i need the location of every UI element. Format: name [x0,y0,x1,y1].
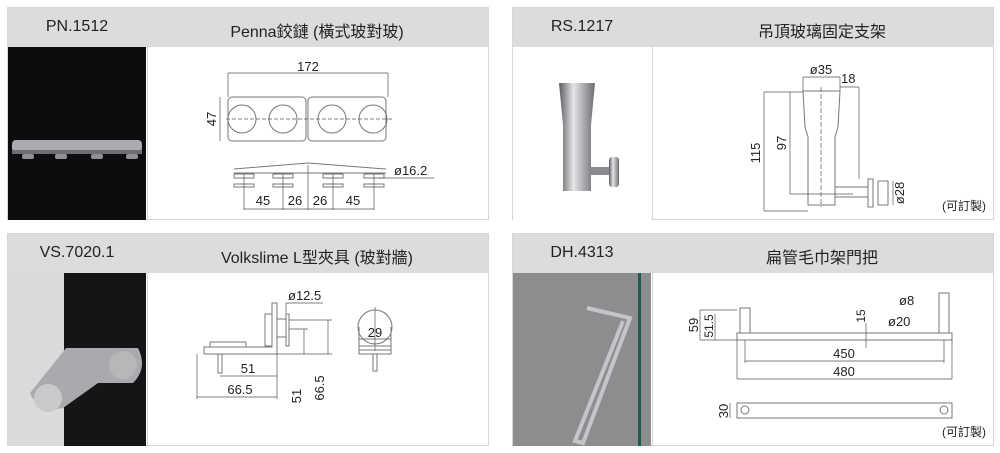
product-photo [8,273,146,446]
customizable-note: (可訂製) [942,199,986,213]
dim-top-diameter: ø35 [810,62,832,77]
dim-bar-width: 30 [716,404,731,418]
dim-disc-diameter: ø28 [892,182,907,204]
product-card-vs7020: VS.7020.1 Volkslime L型夾具 (玻對牆) ø12.5 51 … [7,233,489,446]
dim-offset: 18 [841,71,855,86]
technical-drawing: 172 47 45 26 26 45 ø16.2 [147,47,489,220]
customizable-note: (可訂製) [942,425,986,439]
dim-bar-thickness: 15 [854,309,868,323]
dim-side-width: 29 [368,325,382,340]
product-card-rs1217: RS.1217 吊頂玻璃固定支架 ø35 18 115 97 ø28 (可訂製) [512,7,994,220]
product-code: VS.7020.1 [39,244,115,261]
technical-drawing: ø35 18 115 97 ø28 (可訂製) [652,47,994,220]
card-header: VS.7020.1 Volkslime L型夾具 (玻對牆) [8,234,488,273]
card-header: PN.1512 Penna鉸鏈 (橫式玻對玻) [8,8,488,47]
product-card-pn1512: PN.1512 Penna鉸鏈 (橫式玻對玻) 172 47 45 26 26 … [7,7,489,220]
dim-total-length: 480 [833,364,855,379]
technical-drawing: 59 51.5 15 ø8 ø20 450 480 30 (可訂製) [652,273,994,446]
dim-spacing: 45 [256,193,270,208]
dim-diameter: ø12.5 [288,288,321,303]
dim-total-height: 115 [748,143,763,164]
product-photo [513,273,651,446]
dim-spacing: 26 [313,193,327,208]
dim-inner-length: 450 [833,346,855,361]
dim-post: ø20 [888,314,910,329]
dim-width-total: 66.5 [227,382,252,397]
product-title: 扁管毛巾架門把 [765,250,878,267]
product-title: Volkslime L型夾具 (玻對牆) [220,250,414,267]
dim-width-inner: 51 [241,361,255,376]
dim-length: 172 [297,59,319,74]
dim-spacing: 45 [346,193,360,208]
dim-diameter: ø16.2 [394,163,427,178]
dim-height: 47 [204,112,219,126]
dim-spacing: 26 [288,193,302,208]
product-code: RS.1217 [550,18,614,35]
dim-height-total: 66.5 [312,375,327,400]
dim-height-inner: 51 [289,389,304,403]
card-header: RS.1217 吊頂玻璃固定支架 [513,8,993,47]
dim-inner-height: 97 [774,136,789,150]
dim-h-inner: 51.5 [702,314,716,338]
dim-h-total: 59 [686,318,701,332]
product-code: PN.1512 [45,18,109,35]
product-card-dh4313: DH.4313 扁管毛巾架門把 59 51.5 15 ø8 ø20 450 48… [512,233,994,446]
product-photo [513,47,651,220]
product-photo [8,47,146,220]
product-title: 吊頂玻璃固定支架 [757,24,886,41]
technical-drawing: ø12.5 51 66.5 51 66.5 29 [147,273,489,446]
product-title: Penna鉸鏈 (橫式玻對玻) [230,24,404,41]
product-code: DH.4313 [550,244,614,261]
card-header: DH.4313 扁管毛巾架門把 [513,234,993,273]
dim-pin: ø8 [899,293,914,308]
